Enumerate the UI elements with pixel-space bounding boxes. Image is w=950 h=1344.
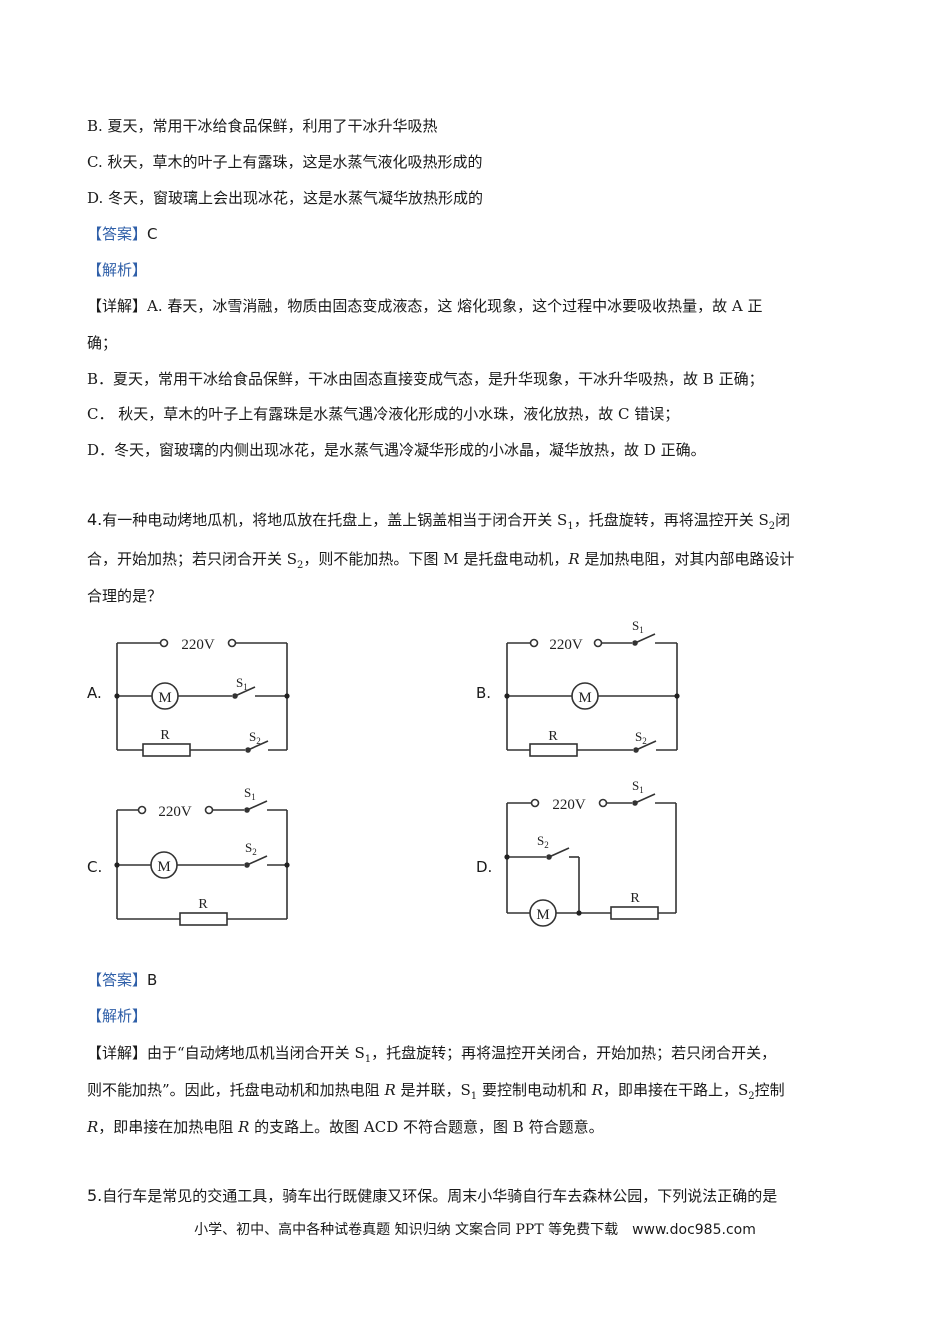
q3-detail-c: C． 秋天，草木的叶子上有露珠是水蒸气遇冷液化形成的小水珠，液化放热，故 C 错… bbox=[87, 405, 680, 423]
italic-r: R bbox=[568, 550, 580, 568]
resistor-label: R bbox=[548, 729, 558, 744]
detail-tag: 【详解】 bbox=[87, 297, 148, 315]
motor-label: M bbox=[158, 690, 171, 706]
voltage-label: 220V bbox=[552, 797, 586, 813]
detail-text: ，托盘旋转；再将温控开关闭合，开始加热；若只闭合开关， bbox=[371, 1044, 777, 1062]
italic-r: R bbox=[591, 1081, 604, 1099]
resistor-label: R bbox=[198, 897, 208, 912]
switch-s2-label: S2 bbox=[245, 840, 257, 857]
option-a-label: A. bbox=[87, 684, 102, 702]
question-number: 5. bbox=[87, 1186, 103, 1205]
detail-text: A. 春天，冰雪消融，物质由固态变成液态，这 熔化现象，这个过程中冰要吸收热量，… bbox=[147, 297, 763, 315]
detail-tag: 【详解】 bbox=[87, 1044, 148, 1062]
q3-detail-a-1: 【详解】A. 春天，冰雪消融，物质由固态变成液态，这 熔化现象，这个过程中冰要吸… bbox=[87, 296, 763, 316]
q3-option-c: C. 秋天，草木的叶子上有露珠，这是水蒸气液化吸热形成的 bbox=[87, 153, 483, 171]
circuit-diagram-a: 220V M S1 R S2 bbox=[114, 637, 290, 757]
detail-text: 要控制电动机和 bbox=[477, 1081, 592, 1099]
page-footer: 小学、初中、高中各种试卷真题 知识归纳 文案合同 PPT 等免费下载 www.do… bbox=[0, 1219, 950, 1239]
detail-text: ，即串接在加热电阻 bbox=[98, 1118, 239, 1136]
q4-stem-line-3: 合理的是？ bbox=[87, 587, 163, 605]
subscript: 2 bbox=[297, 560, 304, 571]
q3-detail-b: B．夏天，常用干冰给食品保鲜，干冰由固态直接变成气态，是升华现象，干冰升华吸热，… bbox=[87, 370, 764, 388]
footer-url[interactable]: www.doc985.com bbox=[632, 1222, 756, 1238]
subscript: 1 bbox=[567, 521, 574, 532]
q3-detail-d: D．冬天，窗玻璃的内侧出现冰花，是水蒸气遇冷凝华形成的小冰晶，凝华放热，故 D … bbox=[87, 441, 706, 459]
switch-s2-label: S2 bbox=[537, 833, 549, 850]
switch-s2-label: S2 bbox=[635, 729, 647, 746]
footer-text: 小学、初中、高中各种试卷真题 知识归纳 文案合同 PPT 等免费下载 bbox=[194, 1222, 619, 1238]
subscript: 1 bbox=[470, 1091, 478, 1102]
resistor-label: R bbox=[630, 891, 640, 906]
q3-option-b: B. 夏天，常用干冰给食品保鲜，利用了干冰升华吸热 bbox=[87, 117, 438, 135]
q3-analysis-tag: 【解析】 bbox=[87, 261, 148, 279]
q4-detail-line-1: 【详解】由于“自动烤地瓜机当闭合开关 S1，托盘旋转；再将温控开关闭合，开始加热… bbox=[87, 1043, 776, 1070]
switch-s1-label: S1 bbox=[632, 618, 644, 635]
circuit-diagram-d: 220V S1 S2 M R bbox=[504, 778, 677, 927]
voltage-label: 220V bbox=[158, 804, 192, 820]
option-d-label: D. bbox=[476, 858, 493, 876]
switch-s1-label: S1 bbox=[632, 778, 644, 795]
answer-tag: 【答案】 bbox=[87, 971, 148, 989]
italic-r: R bbox=[87, 1118, 99, 1136]
voltage-label: 220V bbox=[549, 637, 583, 653]
q4-detail-line-3: R，即串接在加热电阻 R 的支路上。故图 ACD 不符合题意，图 B 符合题意。 bbox=[87, 1117, 604, 1137]
italic-r: R bbox=[238, 1118, 250, 1136]
q3-detail-a-2: 确； bbox=[87, 334, 118, 352]
resistor-label: R bbox=[160, 728, 170, 743]
circuit-diagram-c: 220V S1 M S2 R bbox=[114, 785, 290, 926]
option-b-label: B. bbox=[476, 684, 492, 702]
subscript: 2 bbox=[748, 1091, 755, 1102]
circuit-diagram-b: 220V S1 M R S2 bbox=[504, 618, 680, 757]
q5-stem: 5.自行车是常见的交通工具，骑车出行既健康又环保。周末小华骑自行车去森林公园，下… bbox=[87, 1186, 777, 1206]
detail-text: 的支路上。故图 ACD 不符合题意，图 B 符合题意。 bbox=[249, 1118, 604, 1136]
switch-s1-label: S1 bbox=[244, 785, 256, 802]
detail-text: 由于“自动烤地瓜机当闭合开关 S bbox=[147, 1044, 365, 1062]
stem-text: 合，开始加热；若只闭合开关 S bbox=[87, 550, 298, 568]
stem-text: 有一种电动烤地瓜机，将地瓜放在托盘上，盖上锅盖相当于闭合开关 S bbox=[102, 511, 568, 529]
stem-text: ，托盘旋转，再将温控开关 S bbox=[573, 511, 769, 529]
detail-text: 控制 bbox=[754, 1081, 785, 1099]
motor-label: M bbox=[157, 859, 170, 875]
italic-r: R bbox=[384, 1081, 396, 1099]
voltage-label: 220V bbox=[181, 637, 215, 653]
detail-text: ，即串接在干路上，S bbox=[603, 1081, 749, 1099]
detail-text: 则不能加热”。因此，托盘电动机和加热电阻 bbox=[87, 1081, 385, 1099]
answer-value: B bbox=[147, 971, 158, 989]
answer-tag: 【答案】 bbox=[87, 225, 148, 243]
switch-s1-label: S1 bbox=[236, 675, 248, 692]
q4-analysis-tag: 【解析】 bbox=[87, 1007, 148, 1025]
stem-text: 是加热电阻，对其内部电路设计 bbox=[579, 550, 795, 568]
question-number: 4. bbox=[87, 510, 103, 529]
subscript: 2 bbox=[768, 521, 776, 532]
q4-stem-line-1: 4.有一种电动烤地瓜机，将地瓜放在托盘上，盖上锅盖相当于闭合开关 S1，托盘旋转… bbox=[87, 510, 790, 537]
stem-text: ，则不能加热。下图 M 是托盘电动机， bbox=[303, 550, 569, 568]
motor-label: M bbox=[536, 907, 549, 923]
q4-stem-line-2: 合，开始加热；若只闭合开关 S2，则不能加热。下图 M 是托盘电动机，R 是加热… bbox=[87, 549, 794, 576]
switch-s2-label: S2 bbox=[249, 729, 261, 746]
q3-option-d: D. 冬天，窗玻璃上会出现冰花，这是水蒸气凝华放热形成的 bbox=[87, 189, 484, 207]
detail-text: 是并联，S bbox=[395, 1081, 471, 1099]
answer-value: C bbox=[147, 225, 158, 243]
motor-label: M bbox=[578, 690, 591, 706]
subscript: 1 bbox=[364, 1054, 372, 1065]
q3-answer: 【答案】C bbox=[87, 224, 158, 244]
q4-answer: 【答案】B bbox=[87, 970, 157, 990]
stem-text: 自行车是常见的交通工具，骑车出行既健康又环保。周末小华骑自行车去森林公园，下列说… bbox=[102, 1187, 778, 1205]
option-c-label: C. bbox=[87, 858, 103, 876]
q4-detail-line-2: 则不能加热”。因此，托盘电动机和加热电阻 R 是并联，S1 要控制电动机和 R，… bbox=[87, 1080, 785, 1107]
stem-text: 闭 bbox=[775, 511, 791, 529]
